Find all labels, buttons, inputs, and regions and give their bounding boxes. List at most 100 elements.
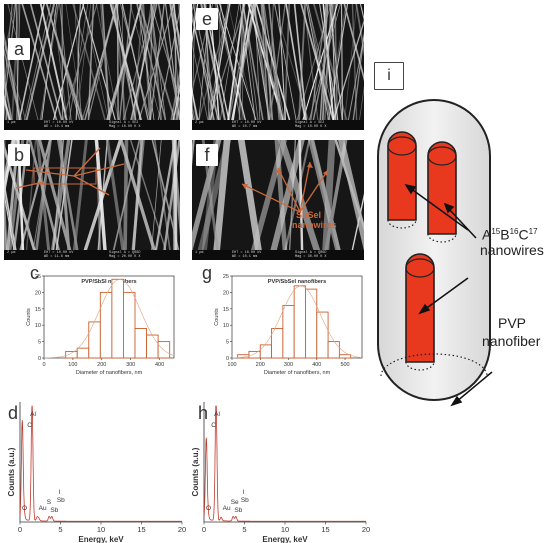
histogram-bar <box>338 354 352 359</box>
mag-label: Mag = 20.00 K X <box>109 255 141 259</box>
x-tick-label: 0 <box>18 525 22 534</box>
y-tick-label: 0 <box>38 356 41 362</box>
x-tick-label: 10 <box>281 525 289 534</box>
peak-label: O <box>206 505 211 512</box>
chart-title: PVP/SbSeI nanofibers <box>268 279 326 285</box>
spectrum-line <box>203 405 366 522</box>
nanofiber-texture-a <box>4 4 180 130</box>
peak-label: Al <box>214 411 220 418</box>
mag-label: Mag = 30.00 K X <box>295 255 327 259</box>
peak-label: Sb <box>234 507 242 514</box>
panel-letter-h: h <box>198 403 209 423</box>
mag-label: Mag = 10.00 K X <box>295 125 327 129</box>
x-tick-label: 500 <box>340 362 349 368</box>
wd-label: WD = 10.1 mm <box>232 255 258 259</box>
pvp-label: PVP <box>498 315 527 331</box>
panel-letter-i: i <box>374 62 404 90</box>
eht-label: EHT = 10.00 kV <box>232 121 262 125</box>
x-tick-label: 15 <box>321 525 329 534</box>
signal-label: Signal A = SE2 <box>295 121 325 125</box>
y-tick-label: 25 <box>35 274 41 280</box>
y-axis-label: Counts <box>214 308 220 326</box>
histogram-bar <box>76 347 90 359</box>
y-tick-label: 15 <box>35 307 41 313</box>
nanowire-shape-2 <box>427 141 457 235</box>
signal-label: Signal A = QBSD <box>295 251 327 255</box>
formula-sup-1: 15 <box>491 227 501 236</box>
histogram-bar <box>99 291 113 359</box>
peak-label: I <box>58 489 60 496</box>
x-tick-label: 20 <box>178 525 186 534</box>
histogram-bar <box>282 305 295 359</box>
formula-c: C <box>518 226 529 243</box>
x-tick-label: 0 <box>42 362 45 368</box>
x-tick-label: 100 <box>68 362 77 368</box>
histogram-bar <box>259 344 273 359</box>
peak-label: Au <box>39 505 47 512</box>
scale-label: 2 μm <box>195 121 204 125</box>
y-tick-label: 10 <box>223 323 229 329</box>
x-tick-label: 200 <box>256 362 265 368</box>
sem-footer-e: 2 μm EHT = 10.00 kV WD = 10.7 mm Signal … <box>192 120 364 130</box>
eht-label: EHT = 10.00 kV <box>232 251 262 255</box>
chart-title: PVP/SbSI nanofibers <box>81 279 136 285</box>
histogram-bar <box>327 341 340 359</box>
panel-letter-g: g <box>202 263 213 283</box>
peak-label: I <box>242 489 244 496</box>
nanowires-formula: A15B16C17 <box>482 223 538 244</box>
y-tick-label: 20 <box>35 290 41 296</box>
schematic-i: i <box>372 60 550 440</box>
sem-image-f: SbSeI nanowires 1 μm EHT = 10.00 kV WD =… <box>192 140 364 260</box>
annotation-label-f-line1: SbSeI <box>296 210 322 220</box>
y-axis-label: Counts <box>26 308 32 326</box>
wd-label: WD = 11.6 mm <box>44 255 70 259</box>
panel-letter-f: f <box>196 144 218 166</box>
peak-label: O <box>22 505 27 512</box>
sem-image-b: 2 μm EHT = 10.00 kV WD = 11.6 mm Signal … <box>4 140 180 260</box>
x-tick-label: 200 <box>97 362 106 368</box>
formula-b: B <box>500 226 510 243</box>
x-tick-label: 5 <box>58 525 62 534</box>
x-tick-label: 15 <box>137 525 145 534</box>
histogram-bar <box>122 291 136 359</box>
x-tick-label: 0 <box>202 525 206 534</box>
y-tick-label: 20 <box>223 290 229 296</box>
panel-letter-c: c <box>30 263 39 283</box>
schematic-drawing <box>377 99 493 407</box>
peak-label: C <box>211 422 216 429</box>
nanofiber-label: nanofiber <box>482 333 541 349</box>
x-tick-label: 300 <box>284 362 293 368</box>
scale-label: 1 μm <box>195 251 204 255</box>
histogram-bar <box>134 328 148 359</box>
panel-letter-d: d <box>8 403 19 423</box>
nanofiber-texture-b <box>4 140 180 260</box>
eht-label: EHT = 10.00 kV <box>44 251 74 255</box>
formula-sup-3: 17 <box>528 227 538 236</box>
y-axis-label: Counts (a.u.) <box>191 447 200 496</box>
panel-letter-e: e <box>196 8 218 30</box>
x-tick-label: 20 <box>362 525 370 534</box>
histogram-bar <box>305 288 318 359</box>
peak-label: Se <box>231 499 239 506</box>
peak-label: Sb <box>57 497 65 504</box>
y-axis-label: Counts (a.u.) <box>7 447 16 496</box>
x-tick-label: 400 <box>155 362 164 368</box>
histogram-bar <box>146 334 159 359</box>
x-axis-label: Energy, keV <box>78 535 124 543</box>
x-tick-label: 400 <box>312 362 321 368</box>
x-axis-label: Diameter of nanofibers, nm <box>76 370 143 376</box>
signal-label: Signal A = QBSD <box>109 251 141 255</box>
x-axis-label: Energy, keV <box>262 535 308 543</box>
y-tick-label: 0 <box>226 356 229 362</box>
fit-curve <box>231 285 360 359</box>
y-tick-label: 25 <box>223 274 229 280</box>
peak-label: Sb <box>50 507 58 514</box>
peak-label: C <box>27 422 32 429</box>
peak-label: Au <box>223 505 231 512</box>
